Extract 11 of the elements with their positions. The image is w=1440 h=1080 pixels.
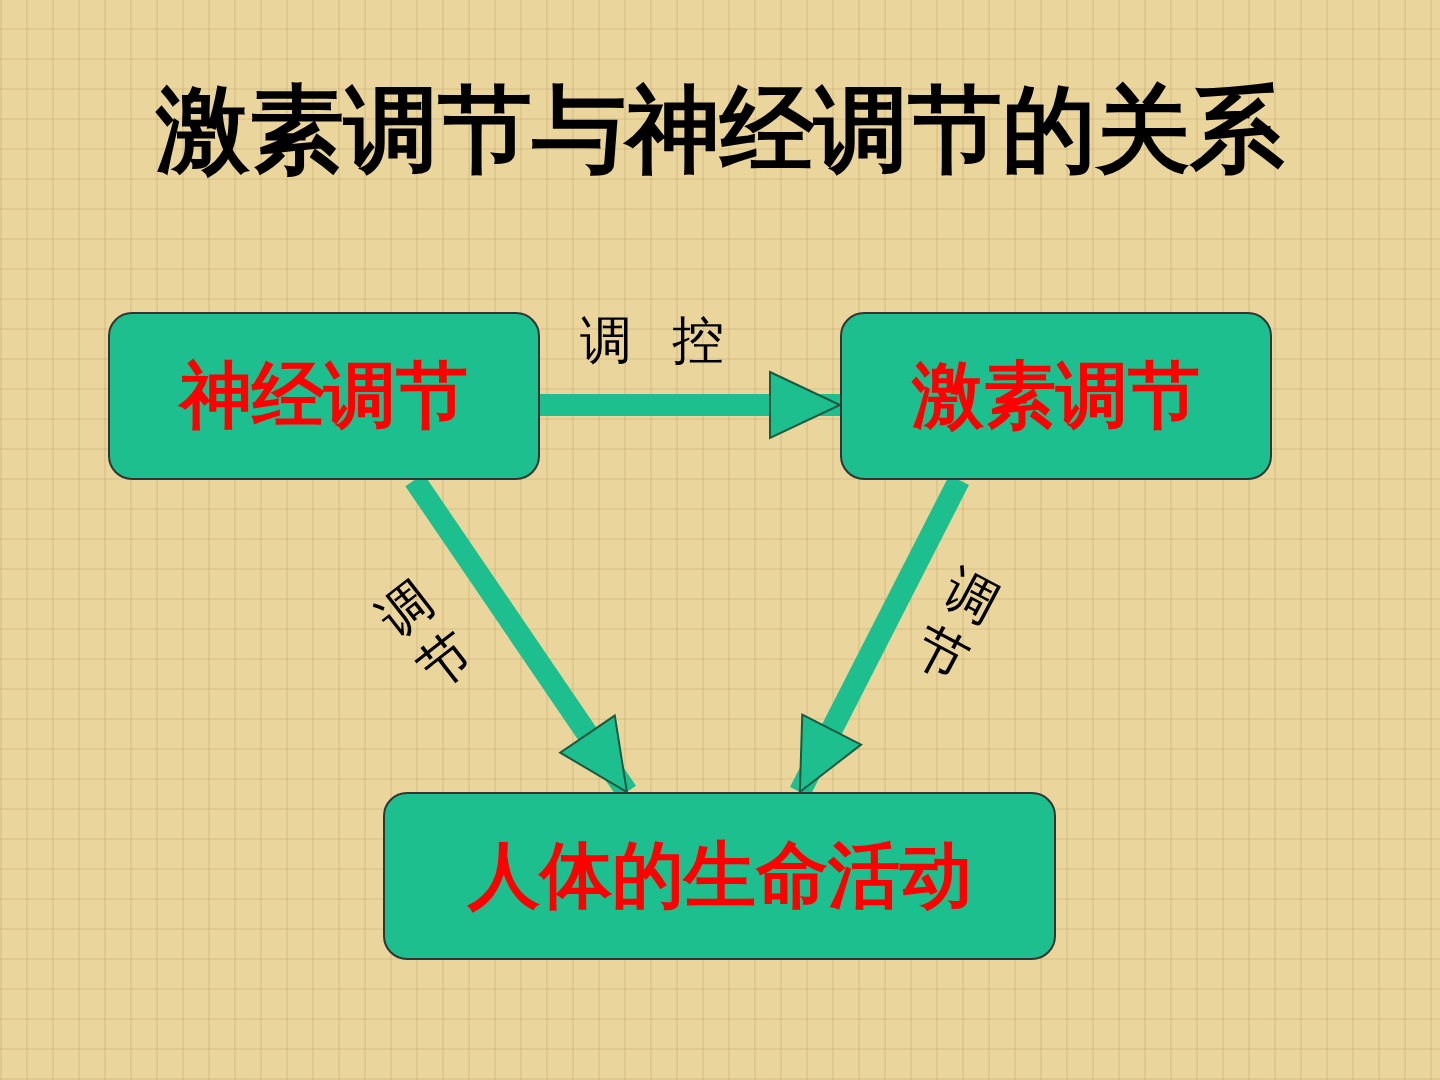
edge-label: 调节	[902, 556, 1010, 694]
node-label: 激素调节	[912, 356, 1200, 436]
rounded-box	[383, 792, 1056, 960]
node-label: 神经调节	[180, 356, 468, 436]
node-label: 人体的生命活动	[467, 836, 972, 916]
title: 激素调节与神经调节的关系	[154, 78, 1285, 182]
edge-label: 调节	[365, 568, 486, 702]
rounded-box	[108, 312, 540, 480]
edge-label: 调控	[580, 312, 764, 370]
rounded-box	[840, 312, 1272, 480]
block-arrow	[540, 371, 841, 439]
